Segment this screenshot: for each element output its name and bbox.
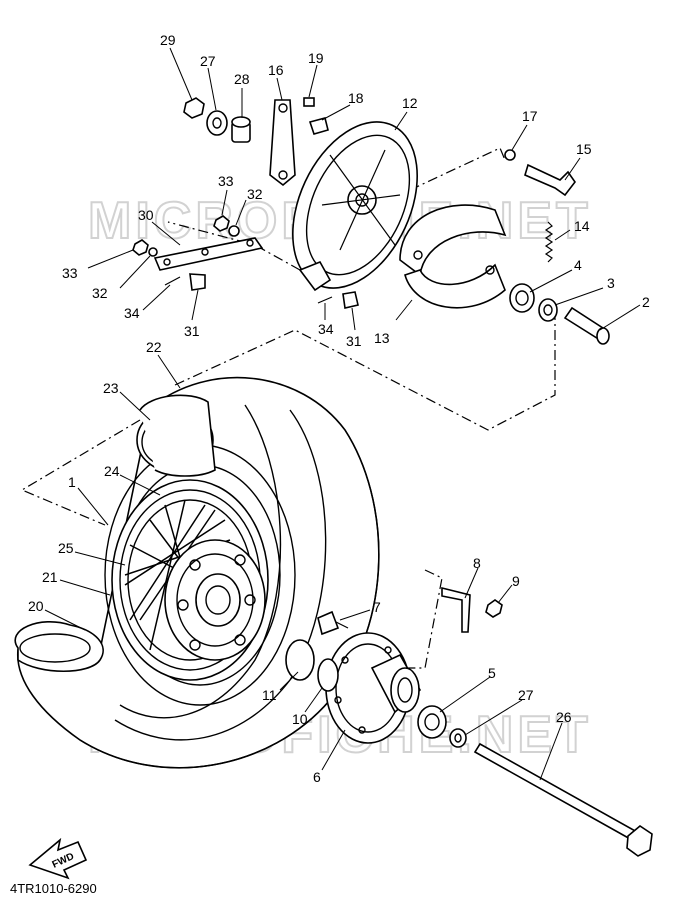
collar-2 xyxy=(563,306,610,345)
callout-19: 19 xyxy=(308,50,324,66)
callout-23: 23 xyxy=(103,380,119,396)
callout-34-left: 34 xyxy=(124,305,140,321)
callout-31-left: 31 xyxy=(184,323,200,339)
callout-22: 22 xyxy=(146,339,162,355)
callout-32-upper: 32 xyxy=(247,186,263,202)
bearing-4 xyxy=(509,283,535,313)
callout-30: 30 xyxy=(138,207,154,223)
forward-direction-arrow: FWD xyxy=(28,837,88,880)
callout-5: 5 xyxy=(488,665,496,681)
wheel-hub xyxy=(164,539,266,661)
clutch-hub-6 xyxy=(325,632,422,744)
callout-3: 3 xyxy=(607,275,615,291)
callout-24: 24 xyxy=(104,463,120,479)
cotter-pin-34-right xyxy=(317,296,333,304)
brake-shoes-13 xyxy=(399,204,507,309)
bracket-8 xyxy=(441,586,471,633)
callout-33-left: 33 xyxy=(62,265,78,281)
callout-25: 25 xyxy=(58,540,74,556)
callout-16: 16 xyxy=(268,62,284,78)
bolt-31-right xyxy=(342,291,359,309)
callout-12: 12 xyxy=(402,95,418,111)
callout-33-upper: 33 xyxy=(218,173,234,189)
damper-7 xyxy=(317,610,349,636)
washer-32-left xyxy=(148,247,158,257)
o-ring-10 xyxy=(317,658,339,692)
callout-4: 4 xyxy=(574,257,582,273)
bearing-5 xyxy=(417,705,447,739)
callout-28: 28 xyxy=(234,71,250,87)
callout-18: 18 xyxy=(348,90,364,106)
collar-28 xyxy=(231,116,251,143)
washer-27-lower xyxy=(449,728,467,748)
cotter-pin-34-left xyxy=(164,276,181,286)
callout-9: 9 xyxy=(512,573,520,589)
spring-14 xyxy=(544,221,554,263)
callout-13: 13 xyxy=(374,330,390,346)
callout-32-left: 32 xyxy=(92,285,108,301)
callout-26: 26 xyxy=(556,709,572,725)
callout-15: 15 xyxy=(576,141,592,157)
wheel-axle-26 xyxy=(473,742,653,857)
callout-21: 21 xyxy=(42,569,58,585)
bolt-31-left xyxy=(189,273,206,291)
callout-29: 29 xyxy=(160,32,176,48)
nut-9 xyxy=(485,599,503,618)
callout-6: 6 xyxy=(313,769,321,785)
callout-10: 10 xyxy=(292,711,308,727)
washer-17 xyxy=(504,149,516,161)
brake-shoe-plate-12 xyxy=(292,121,418,292)
callout-34-right: 34 xyxy=(318,321,334,337)
o-ring-11 xyxy=(285,639,315,681)
callout-14: 14 xyxy=(574,218,590,234)
washer-32-upper xyxy=(228,225,240,237)
callout-numbers: 1 2 3 4 5 6 7 8 9 10 11 12 13 14 15 16 1… xyxy=(28,32,650,785)
callout-2: 2 xyxy=(642,294,650,310)
tube-20 xyxy=(14,621,104,673)
leader-lines xyxy=(44,47,641,781)
callout-27-top: 27 xyxy=(200,53,216,69)
callout-27-lower: 27 xyxy=(518,687,534,703)
drawing-code: 4TR1010-6290 xyxy=(10,881,97,896)
assembly-lines xyxy=(20,147,556,669)
plate-18 xyxy=(308,117,329,135)
camshaft-lever-16 xyxy=(269,99,296,187)
washer-27-top xyxy=(206,110,228,136)
callout-17: 17 xyxy=(522,108,538,124)
rim-tape-23 xyxy=(136,394,216,477)
callout-31-right: 31 xyxy=(346,333,362,349)
bolt-19 xyxy=(303,97,315,107)
callout-20: 20 xyxy=(28,598,44,614)
tension-bar-30 xyxy=(153,237,264,271)
callout-1: 1 xyxy=(68,474,76,490)
nut-29 xyxy=(183,97,205,119)
oil-seal-3 xyxy=(538,298,558,322)
callout-11: 11 xyxy=(262,687,277,703)
callout-8: 8 xyxy=(473,555,481,571)
camshaft-15 xyxy=(524,163,576,197)
nut-33-upper xyxy=(213,215,230,232)
callout-7: 7 xyxy=(373,599,381,615)
